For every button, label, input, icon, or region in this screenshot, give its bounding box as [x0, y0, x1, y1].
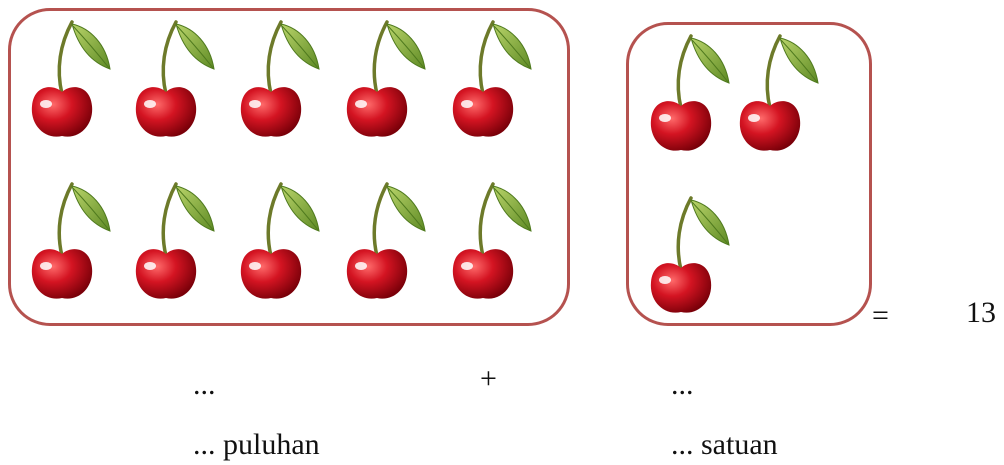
ones-group-box: [626, 22, 872, 326]
cherry-icon: [114, 176, 224, 306]
cherry-icon: [219, 14, 329, 144]
tens-blank: ...: [193, 368, 216, 401]
ones-place-label: ... satuan: [671, 428, 778, 461]
cherry-icon: [219, 176, 329, 306]
cherry-icon: [718, 28, 828, 158]
equals-sign: =: [872, 299, 889, 332]
cherry-icon: [325, 14, 435, 144]
cherry-icon: [431, 14, 541, 144]
cherry-icon: [431, 176, 541, 306]
cherry-icon: [10, 176, 120, 306]
tens-group-box: [8, 8, 570, 326]
ones-blank: ...: [671, 368, 694, 401]
cherry-icon: [10, 14, 120, 144]
cherry-icon: [325, 176, 435, 306]
tens-place-label: ... puluhan: [193, 428, 320, 461]
cherry-icon: [114, 14, 224, 144]
cherry-icon: [629, 190, 739, 320]
plus-sign: +: [480, 362, 497, 395]
total-value: 13: [966, 296, 996, 329]
